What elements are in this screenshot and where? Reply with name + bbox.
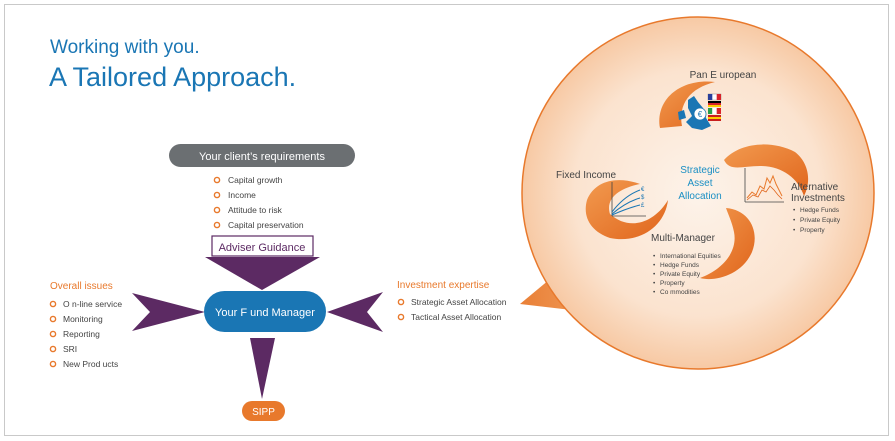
adviser-guidance-label: Adviser Guidance [219,242,306,254]
alternative-investments-title-2: Investments [791,193,845,204]
list-item: Capital preservation [228,220,304,230]
bullet-icon [213,206,221,214]
svg-text:•: • [793,207,796,214]
bullet-icon [397,298,405,306]
bullet-icon [397,313,405,321]
investment-expertise-heading: Investment expertise [397,280,490,291]
pan-european-label: Pan E uropean [690,70,757,81]
list-item: Property [800,227,825,234]
bullet-icon [49,315,57,323]
bullet-icon [213,191,221,199]
swirl-segment-top [659,81,715,128]
svg-text:•: • [653,253,656,260]
list-item: Hedge Funds [800,207,840,214]
list-item: Tactical Asset Allocation [411,312,502,322]
adviser-guidance-box [211,235,314,257]
list-item: Private Equity [800,217,841,224]
list-item: O n-line service [63,299,122,309]
flags-icon [707,93,722,121]
euro-coin-symbol: € [698,110,703,119]
list-item: Income [228,190,256,200]
list-item: New Prod ucts [63,359,118,369]
list-item: Property [660,280,685,287]
multi-manager-title: Multi-Manager [651,233,716,244]
fund-manager-label: Your F und Manager [215,307,315,319]
svg-text:•: • [653,289,656,296]
center-label-line-3: Allocation [678,191,721,202]
arrow-to-sipp [250,338,275,399]
currency-dollar: $ [641,195,645,201]
svg-text:•: • [793,217,796,224]
swirl-segment-right [724,144,809,196]
overall-issues-list: O n-line service Monitoring Reporting SR… [49,299,122,369]
list-item: Reporting [63,329,100,339]
svg-text:•: • [653,262,656,269]
slide-frame [4,4,889,436]
list-item: Attitude to risk [228,205,283,215]
arrow-from-overall-issues [132,293,205,331]
bullet-icon [213,176,221,184]
euro-coin-icon [693,107,707,121]
client-requirements-pill [169,144,355,167]
list-item: International Equities [660,253,721,260]
detail-circle [521,16,875,370]
sipp-label: SIPP [252,407,275,418]
title-line-1: Working with you. [50,37,200,58]
list-item: Capital growth [228,175,283,185]
center-label-line-1: Strategic [680,165,719,176]
currency-euro: € [641,187,645,193]
ireland-map-icon [678,110,686,120]
client-requirements-label: Your client’s requirements [199,151,325,163]
multi-manager-list: • International Equities • Hedge Funds •… [653,253,721,296]
swirl-segment-bottom [700,208,755,280]
bullet-icon [49,300,57,308]
bullet-icon [49,360,57,368]
title-line-2: A Tailored Approach. [49,62,296,92]
list-item: Hedge Funds [660,262,700,269]
pinwheel-graphic [585,81,809,280]
list-item: SRI [63,344,77,354]
arrow-from-investment-expertise [327,292,383,332]
alternative-investments-title-1: Alternative [791,182,839,193]
svg-text:•: • [653,280,656,287]
alternative-investments-chart-icon [744,168,784,203]
bullet-icon [49,345,57,353]
list-item: Co mmodities [660,289,700,296]
overall-issues-heading: Overall issues [50,281,113,292]
list-item: Monitoring [63,314,103,324]
down-arrow-into-fund-manager [205,257,320,290]
center-label-line-2: Asset [687,178,712,189]
client-requirements-list: Capital growth Income Attitude to risk C… [213,175,304,230]
bullet-icon [49,330,57,338]
list-item: Strategic Asset Allocation [411,297,507,307]
swirl-segment-left [585,180,668,240]
sipp-pill [242,401,285,421]
alternative-investments-list: • Hedge Funds • Private Equity • Propert… [793,207,841,234]
list-item: Private Equity [660,271,701,278]
svg-text:•: • [653,271,656,278]
fixed-income-label: Fixed Income [556,170,616,181]
currency-pound: £ [641,203,645,209]
fund-manager-pill [204,291,326,332]
bullet-icon [213,221,221,229]
fixed-income-chart-icon: € $ £ [611,182,646,217]
investment-expertise-list: Strategic Asset Allocation Tactical Asse… [397,297,507,322]
svg-text:•: • [793,227,796,234]
